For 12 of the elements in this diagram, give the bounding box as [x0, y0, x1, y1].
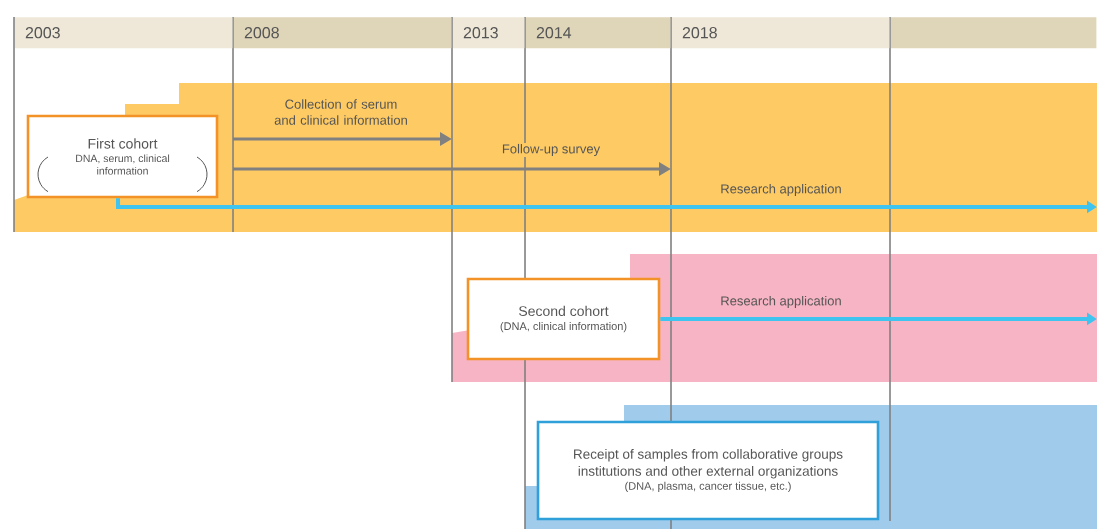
year-header: 2013	[453, 17, 525, 49]
arrow-label: Collection of serum and clinical information	[274, 99, 407, 125]
cohort-box: Receipt of samples from collaborative groups institutions and other external organizations (DNA, plasma, cancer tissue, etc.)	[536, 420, 880, 521]
cohort-box: Second cohort (DNA, clinical information)	[466, 277, 661, 361]
year-header: 2018	[672, 17, 890, 49]
year-header: 2008	[234, 17, 452, 49]
edge-label: Research application	[721, 183, 841, 197]
cohort-box: First cohort DNA, serum, clinical information	[26, 114, 219, 199]
edge-label: Research application	[721, 295, 841, 309]
year-header: 2003	[15, 17, 233, 49]
year-header	[891, 17, 1097, 49]
year-header: 2014	[526, 17, 671, 49]
